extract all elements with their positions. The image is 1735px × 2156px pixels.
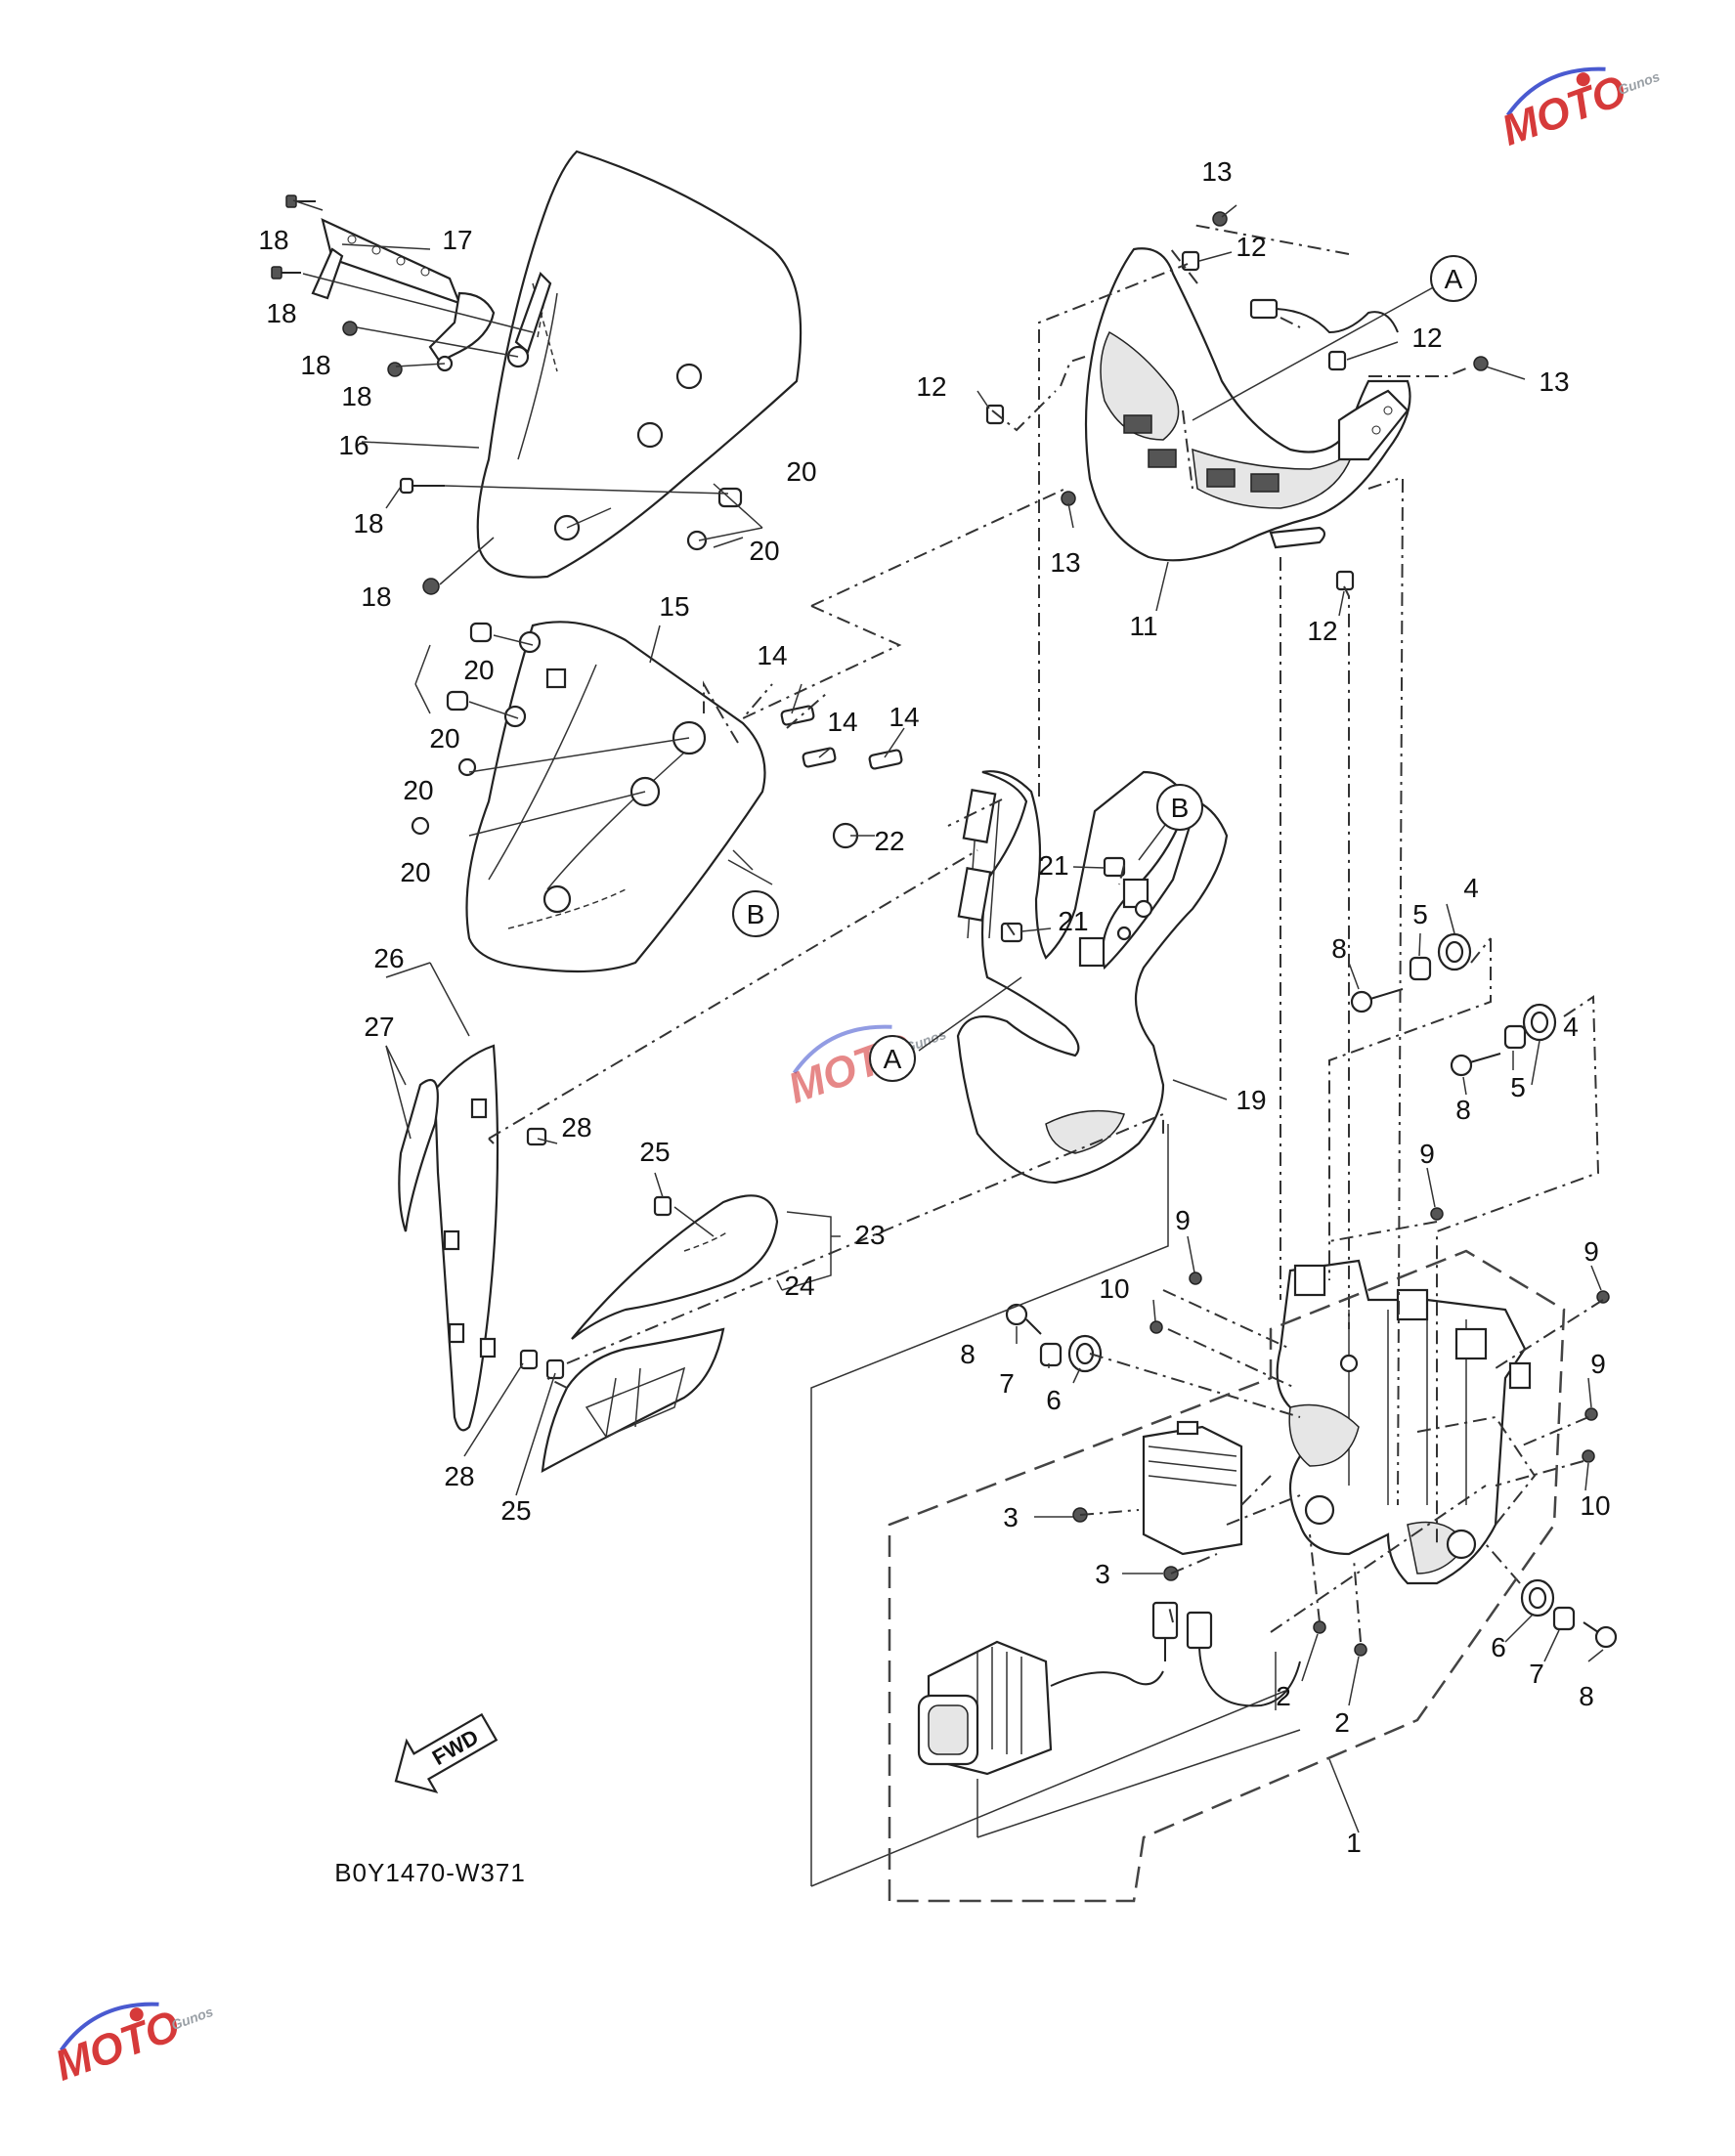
headlight-bulb-unit — [917, 1601, 1301, 1776]
watermark-top-right: MOTO Gunos — [1496, 66, 1662, 155]
bracket-part-17 — [311, 218, 496, 372]
watermark-sub: Gunos — [169, 2004, 215, 2033]
side-cover-part-27 — [398, 1044, 499, 1432]
callout: 18 — [361, 582, 391, 612]
callout: 12 — [1307, 616, 1337, 646]
callout: 23 — [854, 1220, 885, 1250]
callout: 20 — [403, 775, 433, 805]
callout: 20 — [463, 655, 494, 685]
cowl-panel-part-15 — [465, 621, 766, 973]
svg-text:B: B — [1171, 793, 1190, 823]
callout: 20 — [429, 723, 459, 754]
callout: 21 — [1058, 906, 1088, 936]
svg-text:A: A — [884, 1044, 902, 1074]
callout: 13 — [1050, 547, 1080, 578]
callout: 6 — [1491, 1632, 1506, 1662]
callout: 9 — [1175, 1205, 1191, 1235]
watermark-bottom-left: MOTO Gunos — [49, 2002, 215, 2091]
watermark-sub: Gunos — [1616, 68, 1662, 98]
callout: 25 — [639, 1137, 670, 1167]
ref-marker-a-mid: A — [869, 1035, 916, 1082]
callout: 10 — [1099, 1273, 1129, 1304]
screw-18-set — [271, 194, 445, 595]
callout: 7 — [999, 1368, 1015, 1399]
callout: 26 — [373, 943, 404, 973]
callout: 27 — [364, 1012, 394, 1042]
nut-12-set — [985, 250, 1355, 591]
callout: 7 — [1529, 1659, 1544, 1689]
collar-20-set — [411, 487, 743, 836]
callout: 13 — [1201, 156, 1232, 187]
callout: 12 — [1411, 323, 1442, 353]
callout: 4 — [1563, 1012, 1579, 1042]
ref-marker-a-top: A — [1430, 255, 1477, 302]
callout: 19 — [1236, 1085, 1266, 1115]
callout: 1 — [1346, 1828, 1362, 1858]
svg-text:B: B — [747, 899, 765, 929]
fwd-arrow-icon: FWD — [394, 1712, 499, 1794]
front-fairing-part-19 — [956, 770, 1229, 1185]
control-unit — [1142, 1420, 1243, 1556]
callout: 18 — [266, 298, 296, 328]
callout: 11 — [1129, 611, 1157, 641]
ref-marker-b-top: B — [1156, 784, 1203, 831]
callout: 14 — [827, 707, 857, 737]
callout: 12 — [1236, 232, 1266, 262]
watermark-center: MOTO Gunos — [782, 1024, 948, 1113]
hardware-small-parts — [1005, 932, 1618, 1657]
callout: 10 — [1580, 1490, 1610, 1521]
lower-cover-part-23 — [541, 1194, 779, 1473]
callout: 9 — [1583, 1236, 1599, 1267]
callout: 8 — [1579, 1681, 1594, 1711]
callout: 6 — [1046, 1385, 1062, 1415]
callout: 12 — [916, 371, 946, 402]
callout: 18 — [300, 350, 330, 380]
callout: 22 — [874, 826, 904, 856]
callout: 2 — [1276, 1681, 1291, 1711]
callout: 3 — [1003, 1502, 1019, 1532]
callout: 5 — [1412, 899, 1428, 929]
callout: 14 — [889, 702, 919, 732]
callout: 24 — [784, 1271, 814, 1301]
callout: 28 — [444, 1461, 474, 1491]
watermark-brand: MOTO — [1496, 66, 1632, 155]
callout: 5 — [1510, 1072, 1526, 1102]
callout: 16 — [338, 430, 369, 460]
callout: 21 — [1038, 850, 1068, 881]
diagram-code: B0Y1470-W371 — [334, 1858, 526, 1887]
callout: 13 — [1539, 367, 1569, 397]
callout: 8 — [1331, 933, 1347, 964]
callouts: 1 2 2 3 3 4 4 5 5 6 6 7 7 8 8 8 8 9 9 9 … — [258, 156, 1610, 1858]
callout: 2 — [1334, 1707, 1350, 1738]
callout: 18 — [353, 508, 383, 539]
leader-lines — [292, 199, 1604, 1903]
callout: 15 — [659, 591, 689, 622]
clip-25-set — [545, 1195, 672, 1380]
callout: 20 — [400, 857, 430, 887]
callout: 18 — [258, 225, 288, 255]
headlight-part-11 — [1084, 247, 1411, 562]
callout: 20 — [786, 456, 816, 487]
callout: 18 — [341, 381, 371, 411]
callout: 9 — [1419, 1139, 1435, 1169]
callout: 4 — [1463, 873, 1479, 903]
headlight-stay-part-1 — [1276, 1259, 1532, 1585]
callout: 8 — [1455, 1095, 1471, 1125]
callout: 3 — [1095, 1559, 1110, 1589]
ref-marker-b-left: B — [732, 890, 779, 937]
callout: 20 — [749, 536, 779, 566]
watermark-brand: MOTO — [49, 2002, 186, 2091]
callout: 8 — [960, 1339, 976, 1369]
callout: 14 — [757, 640, 787, 670]
callout: 28 — [561, 1112, 591, 1143]
callout: 9 — [1590, 1349, 1606, 1379]
clip-28-set — [519, 1127, 547, 1370]
callout: 25 — [500, 1495, 531, 1526]
callout: 17 — [442, 225, 472, 255]
svg-text:A: A — [1445, 264, 1463, 294]
windshield-part-16 — [476, 150, 802, 579]
